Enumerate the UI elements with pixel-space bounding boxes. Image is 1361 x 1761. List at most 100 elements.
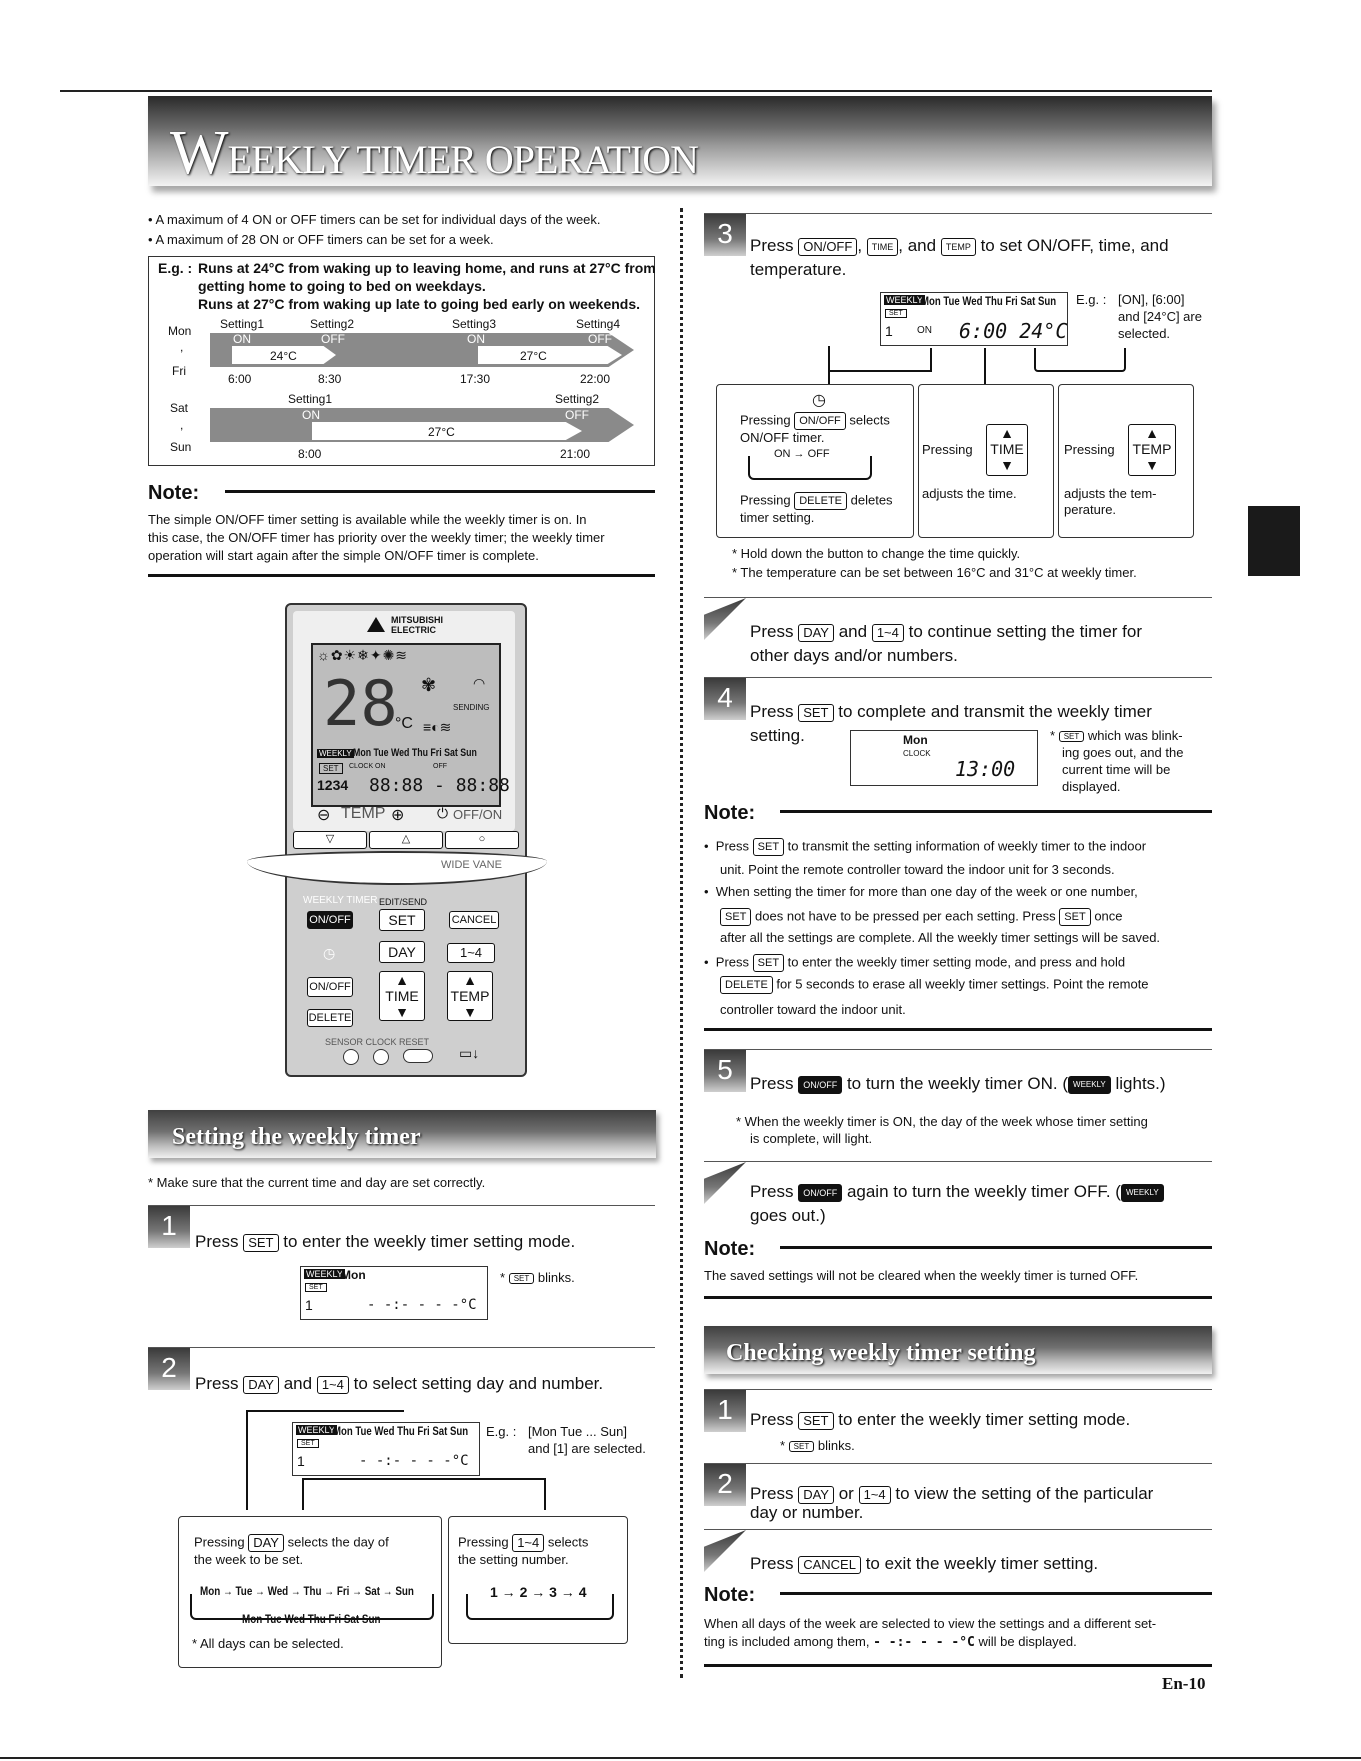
step1-note: * SET blinks. [500, 1270, 575, 1285]
step5-number: 5 [704, 1050, 746, 1092]
lcd-temp-digits: 28 [323, 667, 398, 740]
cont-range-key: 1~4 [871, 623, 904, 642]
step2-instruction: Press DAY and 1~4 to select setting day … [195, 1374, 604, 1394]
clock-button[interactable] [373, 1049, 389, 1065]
note3-rule [780, 1246, 1212, 1249]
delete-button[interactable]: DELETE [307, 1009, 353, 1027]
minus-icon[interactable]: ⊖ [317, 807, 331, 824]
check-s3-rule [704, 1529, 1212, 1530]
note1-line1: The simple ON/OFF timer setting is avail… [148, 512, 587, 527]
label-sat: Sat [170, 401, 189, 415]
off-rule [704, 1161, 1212, 1162]
brand-name-1: MITSUBISHI [391, 615, 444, 625]
p1-clock-icon: ◷ [812, 392, 826, 409]
weekend-state-1: ON [302, 408, 320, 422]
step3-lcd-set: SET [885, 309, 907, 318]
p1-cycle: ON → OFF [774, 448, 830, 460]
note2-b2-set-key: SET [720, 908, 752, 926]
step3-number: 3 [704, 214, 746, 256]
step5-note-2: is complete, will light. [750, 1131, 873, 1146]
down-arrow-button[interactable]: ▽ [293, 831, 367, 849]
step3-eg-line3: selected. [1118, 326, 1171, 341]
step5-note-1: * When the weekly timer is ON, the day o… [736, 1114, 1148, 1129]
step3-line2: temperature. [750, 260, 847, 279]
note2-rule [780, 810, 1212, 813]
weekend-temp: 27°C [428, 425, 455, 439]
lcd-off: OFF [433, 763, 447, 770]
off-onoff-key: ON/OFF [798, 1183, 843, 1202]
p3-temp-key-label: TEMP [1132, 441, 1172, 457]
p2-time-key: ▲TIME▼ [986, 424, 1028, 476]
off-weekly-badge: WEEKLY [1120, 1183, 1164, 1202]
section-tab [1248, 506, 1300, 576]
weekday-state-1: ON [233, 332, 251, 346]
label-fri: Fri [172, 364, 186, 378]
example-box [148, 256, 655, 466]
step3-connector-left-up [930, 348, 932, 372]
check-s2-range-key: 1~4 [858, 1485, 891, 1504]
step1-lcd-day: Mon [341, 1268, 366, 1282]
step4-lcd: Mon CLOCK 13:00 [850, 730, 1038, 786]
box1-cycle-loop [190, 1594, 434, 1620]
onoff-label: OFF/ON [453, 807, 503, 822]
step3-rule [704, 213, 1212, 214]
brand-name-2: ELECTRIC [391, 625, 436, 635]
weekday-setting-4: Setting4 [576, 317, 621, 331]
reset-button[interactable] [403, 1049, 433, 1063]
check-section-title: Checking weekly timer setting [726, 1340, 1036, 1366]
weekday-time-1: 6:00 [228, 372, 252, 386]
up-arrow-button[interactable]: △ [369, 831, 443, 849]
note2-label: Note: [704, 802, 756, 824]
day-button[interactable]: DAY [379, 941, 425, 963]
lcd-unit: °C [395, 715, 413, 732]
time-button-label: TIME [385, 988, 419, 1004]
check-s1-number: 1 [704, 1390, 746, 1432]
cancel-button[interactable]: CANCEL [449, 911, 499, 929]
set-button[interactable]: SET [379, 909, 425, 931]
p2-time-key-label: TIME [990, 441, 1024, 457]
note2-b2-set-key-2: SET [1059, 908, 1091, 926]
cont-step-marker [704, 598, 746, 640]
time-explain-box [918, 384, 1054, 538]
temp-button[interactable]: ▲TEMP▼ [447, 971, 493, 1021]
page-number: En-10 [1162, 1674, 1206, 1693]
step3-connector-left-top [828, 370, 932, 372]
weekday-setting-2: Setting2 [310, 317, 355, 331]
step4-lcd-day: Mon [903, 733, 928, 747]
note2-b2-line2: SET does not have to be pressed per each… [720, 908, 1123, 926]
weekly-onoff-button[interactable]: ON/OFF [307, 911, 353, 929]
onoff-button-2[interactable]: ON/OFF [307, 977, 353, 997]
intro-bullet-2: • A maximum of 28 ON or OFF timers can b… [148, 232, 494, 247]
step3-lcd-num: 1 [885, 323, 893, 339]
step4-note-3: current time will be [1062, 762, 1171, 777]
check-s1-note: * SET blinks. [780, 1438, 855, 1453]
break-wave [247, 851, 547, 885]
note2-b3-set-key: SET [752, 954, 785, 972]
step5-weekly-badge: WEEKLY [1068, 1075, 1111, 1094]
check-s3-marker [704, 1530, 746, 1572]
step5-rule [704, 1049, 1212, 1050]
cont-line2: other days and/or numbers. [750, 646, 958, 665]
circle-button[interactable]: ○ [445, 831, 519, 849]
step3-temp-key: TEMP [940, 237, 976, 256]
note2-b3-delete-key: DELETE [720, 976, 773, 994]
weekend-state-2: OFF [565, 408, 589, 422]
step1-lcd-num: 1 [305, 1297, 313, 1313]
p1-line2: ON/OFF timer. [740, 430, 825, 445]
step3-note-a: * Hold down the button to change the tim… [732, 546, 1021, 561]
note2-b1: • Press SET to transmit the setting info… [704, 838, 1146, 856]
power-icon[interactable]: ⏻ [437, 805, 449, 821]
note4-label: Note: [704, 1584, 756, 1606]
p3-line2: adjusts the tem- [1064, 486, 1157, 501]
note1-line2: this case, the ON/OFF timer has priority… [148, 530, 605, 545]
check-s2-line2: day or number. [750, 1503, 864, 1522]
sensor-button[interactable] [343, 1049, 359, 1065]
day-explain-box [178, 1516, 442, 1668]
time-button[interactable]: ▲TIME▼ [379, 971, 425, 1021]
step3-lcd-days: Mon Tue Wed Thu Fri Sat Sun [921, 294, 1057, 308]
battery-icon: ▭↓ [459, 1045, 480, 1061]
range-button[interactable]: 1~4 [447, 943, 495, 963]
setting-section-title: Setting the weekly timer [172, 1124, 421, 1150]
plus-icon[interactable]: ⊕ [391, 807, 405, 824]
check-s1-set-key: SET [798, 1411, 834, 1430]
